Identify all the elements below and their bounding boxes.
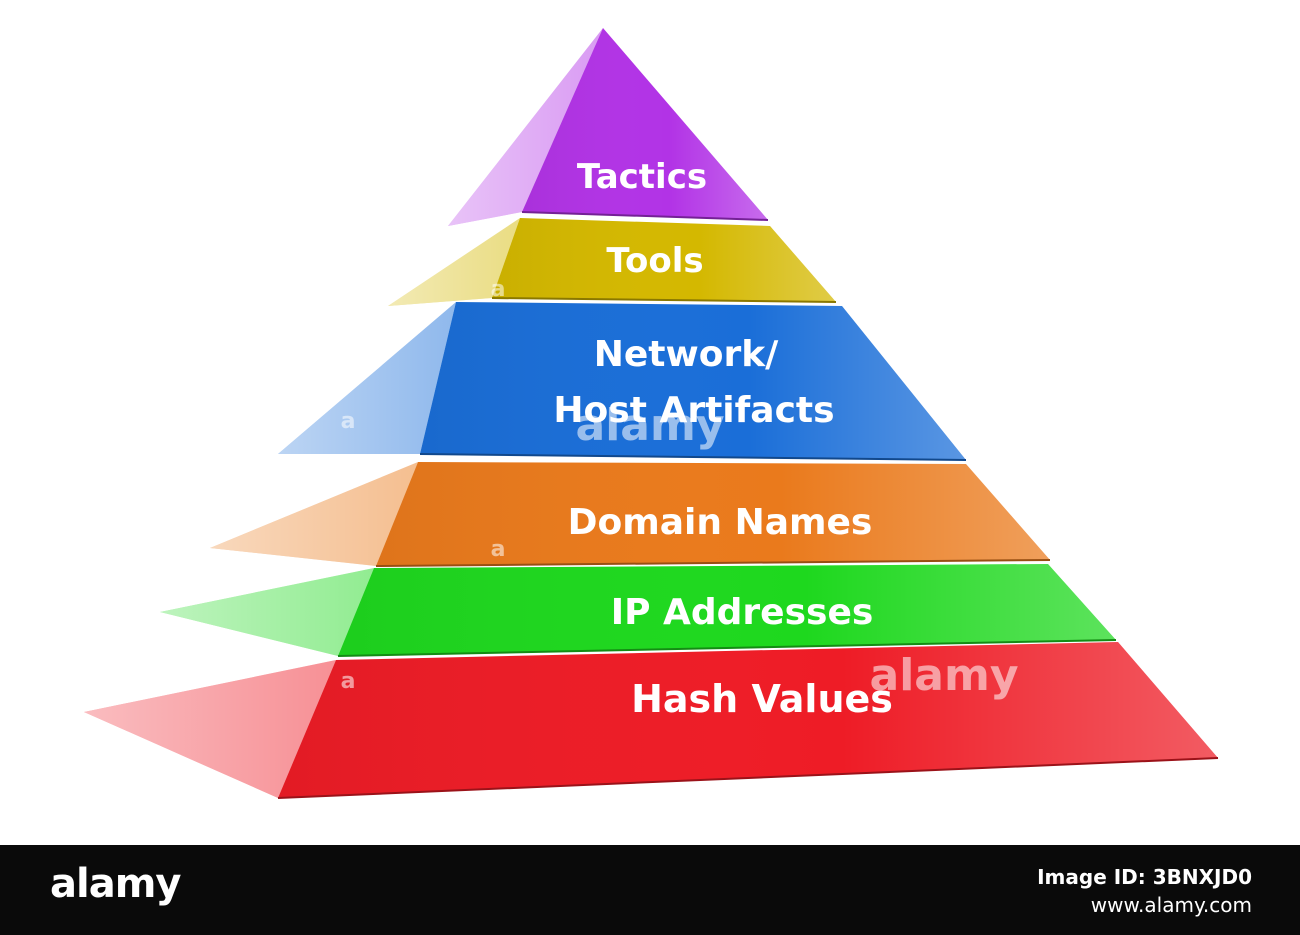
footer-logo: alamy: [50, 861, 181, 907]
tier-1-label: Tactics: [577, 157, 707, 197]
tier-3-edge: [419, 453, 967, 461]
tier-3: [278, 302, 967, 461]
watermark-word-1: alamy: [576, 400, 725, 451]
tier-6: [84, 642, 1219, 799]
tier-3-side-highlight: [278, 302, 456, 454]
tier-2-label: Tools: [606, 241, 703, 281]
tier-3-label-line-1: Network/: [594, 334, 779, 375]
tier-1-front-highlight: [522, 28, 768, 220]
tier-3-label-line-2: Host Artifacts: [553, 390, 834, 431]
watermark-mark-3: a: [491, 537, 506, 562]
tier-4-front-highlight: [376, 462, 1050, 566]
tier-4-label: Domain Names: [568, 502, 873, 543]
tier-6-side-highlight: [84, 660, 336, 798]
tier-5-edge: [337, 639, 1117, 657]
footer-image-id: Image ID: 3BNXJD0: [1037, 865, 1252, 889]
tier-4-edge: [375, 559, 1051, 567]
tier-2: [388, 218, 837, 306]
footer-site: www.alamy.com: [1090, 893, 1252, 917]
watermark-mark-2: a: [491, 277, 506, 302]
tier-1-side-highlight: [448, 28, 603, 226]
tier-5-front-highlight: [338, 564, 1116, 656]
watermark-mark-1: a: [341, 409, 356, 434]
tier-6-label: Hash Values: [631, 677, 893, 721]
tier-2-front-highlight: [492, 218, 836, 302]
tier-2-side-highlight: [388, 218, 520, 306]
tier-1-edge: [521, 211, 769, 221]
watermark-mark-4: a: [341, 669, 356, 694]
tier-6-edge: [277, 757, 1219, 799]
tier-4: [210, 462, 1051, 567]
footer-image-info: Image ID: 3BNXJD0 www.alamy.com: [1037, 863, 1252, 919]
tier-5-label: IP Addresses: [611, 592, 874, 633]
tier-5-side-highlight: [160, 568, 374, 656]
tier-2-edge: [491, 297, 837, 303]
watermark-word-2: alamy: [870, 650, 1019, 701]
stock-footer-bar: alamy Image ID: 3BNXJD0 www.alamy.com: [0, 845, 1300, 935]
tier-6-front-highlight: [278, 642, 1218, 798]
tier-1: [448, 28, 769, 226]
tier-4-side-highlight: [210, 462, 418, 566]
tier-3-front-highlight: [420, 302, 966, 460]
tier-5: [160, 564, 1117, 657]
